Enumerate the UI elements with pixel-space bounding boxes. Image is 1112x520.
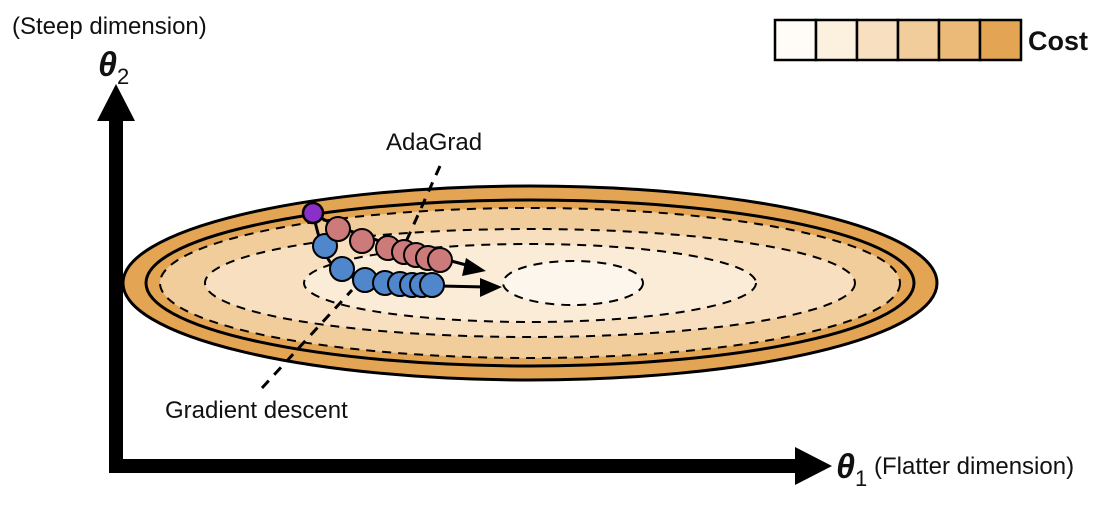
cost-contours <box>121 184 939 382</box>
contour-level-5 <box>502 260 644 306</box>
x-axis-arrowhead <box>795 447 832 485</box>
adagrad-callout-line <box>403 165 442 245</box>
gradient-descent-points <box>312 233 445 298</box>
gradient-descent-point <box>419 272 445 298</box>
adagrad-points <box>325 216 453 273</box>
adagrad-path <box>312 211 486 276</box>
contour-outer-ring <box>144 198 916 368</box>
legend-swatch <box>978 18 1023 62</box>
legend-swatch <box>814 18 859 62</box>
gradient-descent-callout-line <box>260 288 354 390</box>
y-axis-arrowhead <box>97 84 135 121</box>
y-axis-label: θ2 <box>98 46 129 89</box>
legend-swatch <box>773 18 818 62</box>
x-axis-label: θ1 <box>836 448 867 491</box>
cost-legend: Cost <box>773 18 1088 62</box>
x-axis-subscript: 1 <box>855 466 867 491</box>
adagrad-label: AdaGrad <box>386 129 482 156</box>
y-dimension-label: (Steep dimension) <box>12 13 207 40</box>
y-axis-symbol: θ <box>98 46 117 84</box>
gradient-descent-path <box>311 212 502 298</box>
gradient-descent-point <box>312 233 338 259</box>
adagrad-point <box>349 228 375 254</box>
legend-swatches <box>773 18 1023 62</box>
x-dimension-label: (Flatter dimension) <box>874 453 1074 480</box>
adagrad-arrowhead <box>462 258 486 276</box>
gradient-descent-arrow <box>439 284 487 289</box>
start-point <box>301 201 325 225</box>
legend-swatch <box>937 18 982 62</box>
adagrad-point <box>325 216 351 242</box>
gradient-descent-arrowhead <box>480 278 502 297</box>
axes <box>97 84 832 485</box>
x-axis-symbol: θ <box>836 448 855 486</box>
legend-label: Cost <box>1028 26 1088 56</box>
adagrad-point <box>427 247 453 273</box>
gradient-descent-point <box>329 256 355 282</box>
gradient-descent-label: Gradient descent <box>165 397 348 424</box>
legend-swatch <box>855 18 900 62</box>
y-axis-subscript: 2 <box>117 64 129 89</box>
legend-swatch <box>896 18 941 62</box>
